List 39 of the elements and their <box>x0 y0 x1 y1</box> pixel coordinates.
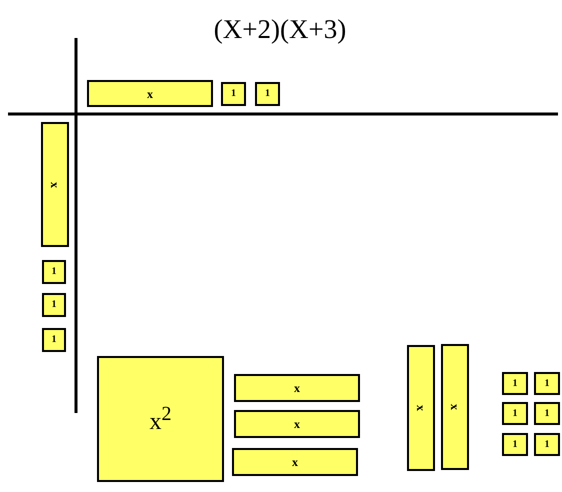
x-squared-tile <box>97 356 224 482</box>
unit-tile <box>221 82 246 106</box>
unit-tile <box>502 402 528 425</box>
x-tile <box>441 344 469 470</box>
tile-label: x$^{2}$ <box>150 404 172 434</box>
tile-label: x <box>294 418 300 430</box>
x-tile <box>232 448 358 476</box>
unit-tile <box>502 433 528 456</box>
tile-label: 1 <box>512 440 518 450</box>
tile-label: 1 <box>52 335 56 345</box>
unit-tile <box>502 372 528 395</box>
tile-label: 1 <box>544 408 550 418</box>
tile-label: x <box>294 382 300 394</box>
unit-tile <box>255 82 280 106</box>
tile-label: 1 <box>512 378 518 388</box>
tile-label: 1 <box>52 267 56 277</box>
tile-label: x <box>49 182 61 188</box>
unit-tile <box>42 293 66 317</box>
tile-label: 1 <box>265 89 270 99</box>
x-tile <box>407 345 435 471</box>
tile-label: 1 <box>544 440 550 450</box>
x-tile <box>234 374 360 402</box>
unit-tile <box>42 260 66 284</box>
tile-label: x <box>449 404 461 410</box>
x-tile <box>234 410 360 438</box>
title: (X+2)(X+3) <box>212 14 348 45</box>
unit-tile <box>534 433 560 456</box>
tile-label: 1 <box>231 89 236 99</box>
unit-tile <box>42 328 66 352</box>
unit-tile <box>534 402 560 425</box>
tile-label: x <box>292 456 298 468</box>
tile-label: 1 <box>52 300 56 310</box>
tile-label: x <box>147 88 153 100</box>
tile-label: 1 <box>512 408 518 418</box>
tile-label: 1 <box>544 378 550 388</box>
x-tile <box>41 122 69 247</box>
x-tile <box>87 80 213 107</box>
tile-label: x <box>415 405 427 411</box>
unit-tile <box>534 372 560 395</box>
